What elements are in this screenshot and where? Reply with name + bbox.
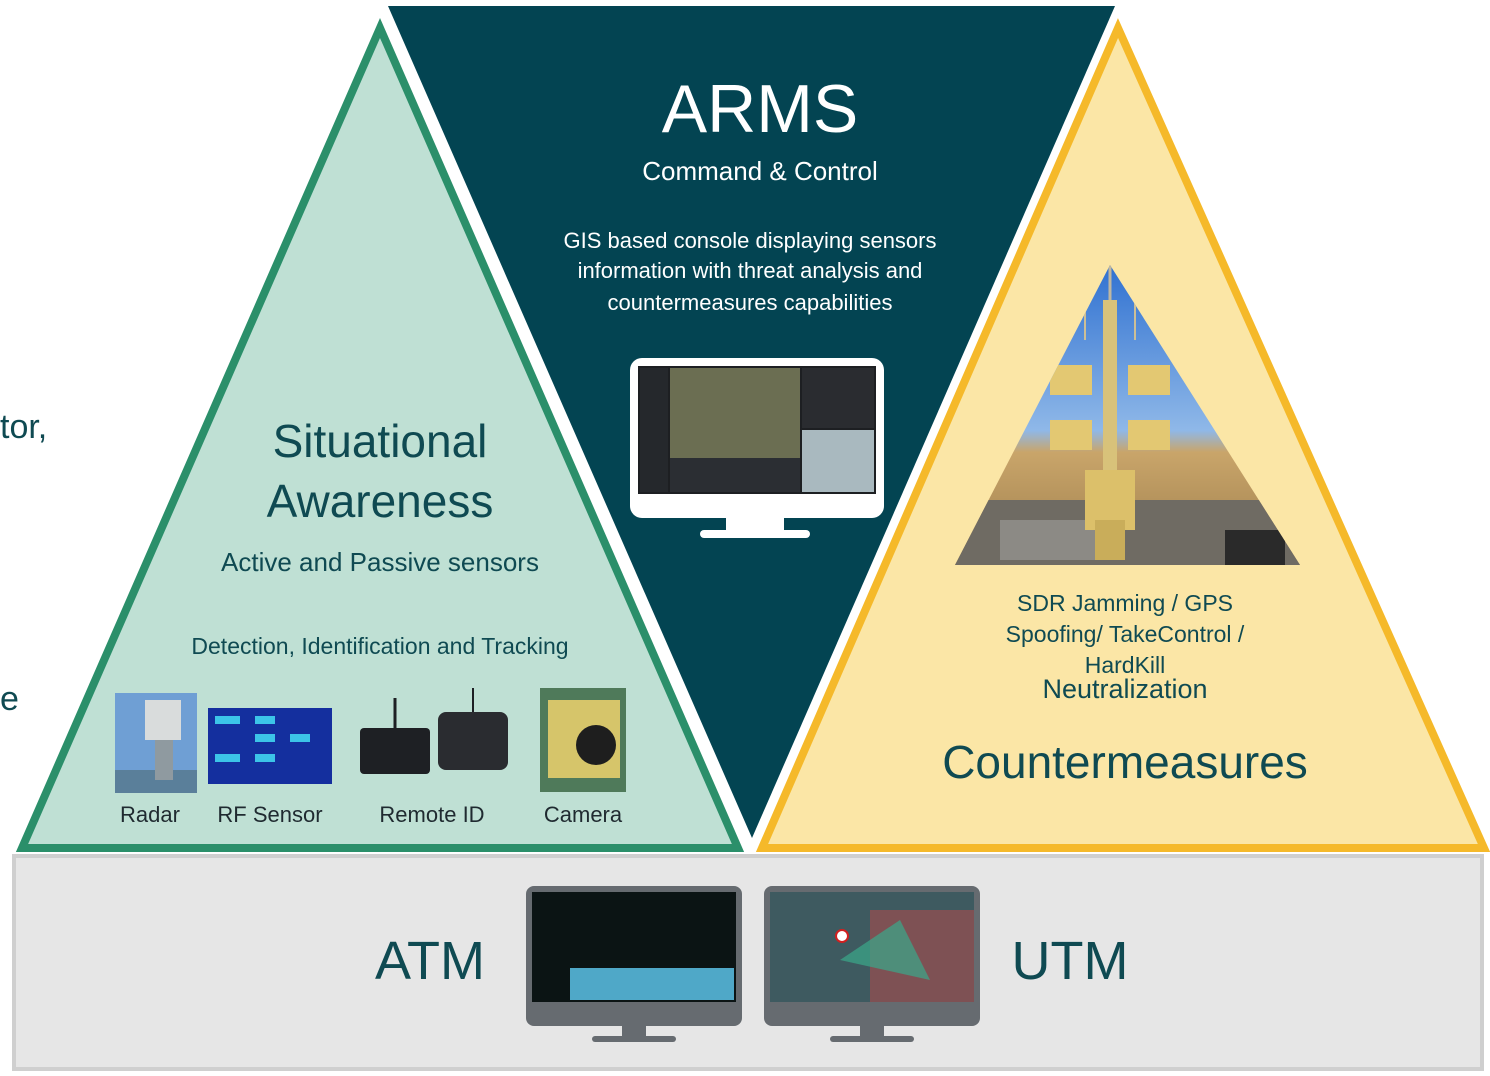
sensor-label-radar: Radar	[120, 802, 180, 827]
cm-detail-3: HardKill	[1084, 652, 1166, 678]
arms-desc-1: GIS based console displaying sensors	[563, 228, 937, 253]
atm-monitor	[526, 886, 742, 1042]
cm-detail-2: Spoofing/ TakeControl /	[1005, 621, 1245, 647]
situational-triangle	[15, 18, 745, 852]
atm-label: ATM	[375, 931, 485, 991]
bottom-bar	[12, 854, 1484, 1071]
rf-sensor-photo	[208, 708, 332, 784]
utm-label: UTM	[1011, 931, 1129, 991]
situational-subtitle: Active and Passive sensors	[221, 547, 539, 577]
arms-desc-3: countermeasures capabilities	[607, 290, 893, 315]
utm-monitor	[764, 886, 980, 1042]
cut-text-2: e	[0, 680, 19, 718]
situational-title-1: Situational	[272, 415, 488, 467]
arms-desc-2: information with threat analysis and	[577, 258, 923, 283]
situational-title-2: Awareness	[266, 475, 494, 527]
arms-title: ARMS	[661, 71, 859, 147]
sensor-label-remote-id: Remote ID	[379, 802, 485, 827]
arms-console-monitor	[630, 358, 884, 538]
sensor-label-rf: RF Sensor	[217, 802, 323, 827]
cut-text-1: tor,	[0, 408, 48, 446]
remote-id-photo	[360, 688, 508, 774]
cm-subtitle: Neutralization	[1042, 674, 1208, 704]
camera-photo	[540, 688, 626, 792]
sensor-label-camera: Camera	[543, 802, 623, 827]
arms-subtitle: Command & Control	[642, 156, 878, 186]
radar-photo	[115, 693, 197, 793]
cm-title: Countermeasures	[942, 736, 1308, 788]
cm-detail-1: SDR Jamming / GPS	[1017, 590, 1233, 616]
situational-detail: Detection, Identification and Tracking	[191, 633, 569, 659]
